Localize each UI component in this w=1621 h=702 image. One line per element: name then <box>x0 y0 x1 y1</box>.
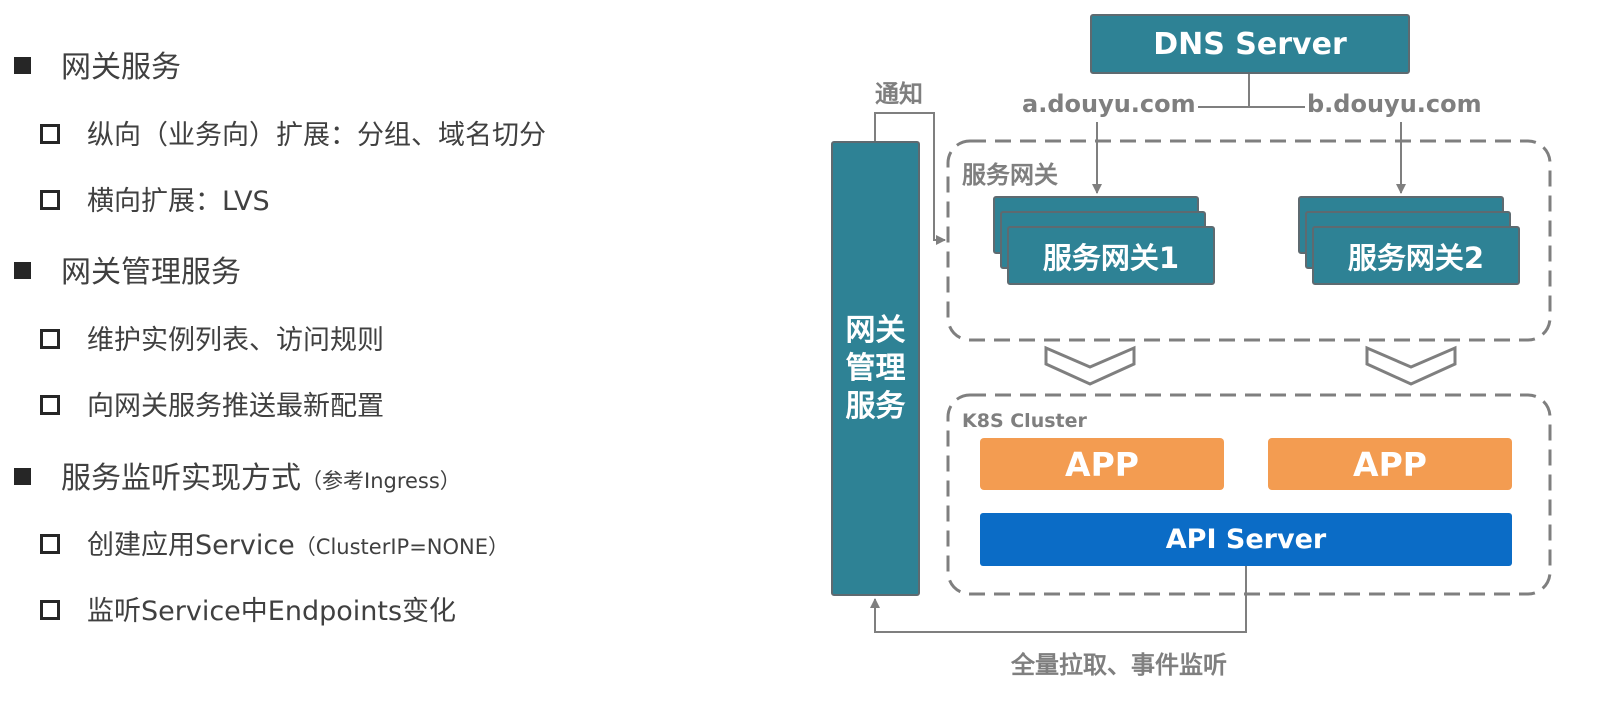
architecture-diagram: DNS Server a.douyu.com b.douyu.com 通知 服务… <box>800 0 1621 702</box>
bullet-gateway-mgmt-service: 网关管理服务 <box>14 247 241 291</box>
app-box: APP <box>1268 438 1512 490</box>
open-square-bullet-icon <box>40 123 60 144</box>
dns-server-box: DNS Server <box>1090 14 1410 74</box>
bullet-watch-endpoints: 监听Service中Endpoints变化 <box>40 589 456 628</box>
diagram-connectors <box>870 74 1552 633</box>
api-server-box: API Server <box>980 513 1512 566</box>
filled-square-bullet-icon <box>14 262 31 279</box>
open-square-bullet-icon <box>40 328 60 349</box>
dns-branch-line <box>1196 74 1305 108</box>
filled-square-bullet-icon <box>14 57 31 74</box>
bullet-create-service: 创建应用Service（ClusterIP=NONE） <box>40 523 509 562</box>
bullet-gateway-service: 网关服务 <box>14 42 181 86</box>
gateway-group-border <box>946 139 1552 342</box>
open-square-bullet-icon <box>40 189 60 210</box>
gateway-group-label: 服务网关 <box>962 161 1058 189</box>
bullet-list: 网关服务 纵向（业务向）扩展：分组、域名切分 横向扩展：LVS 网关管理服务 维… <box>0 0 780 702</box>
pull-watch-label: 全量拉取、事件监听 <box>1011 651 1227 679</box>
k8s-cluster-label: K8S Cluster <box>962 410 1087 432</box>
api-watch-arrow <box>870 566 1247 633</box>
bullet-service-watch: 服务监听实现方式（参考Ingress） <box>14 453 461 497</box>
filled-square-bullet-icon <box>14 468 31 485</box>
chevron-down-icon <box>1365 345 1457 386</box>
bullet-push-config: 向网关服务推送最新配置 <box>40 384 384 423</box>
bullet-maintain-instances: 维护实例列表、访问规则 <box>40 318 384 357</box>
domain-b-label: b.douyu.com <box>1305 90 1482 118</box>
chevron-down-icon <box>1044 345 1136 386</box>
app-box: APP <box>980 438 1224 490</box>
notify-label: 通知 <box>875 80 923 108</box>
gateway1-box: 服务网关1 <box>1007 226 1215 285</box>
open-square-bullet-icon <box>40 394 60 415</box>
domain-a-label: a.douyu.com <box>1022 90 1198 118</box>
open-square-bullet-icon <box>40 533 60 554</box>
open-square-bullet-icon <box>40 599 60 620</box>
gateway2-box: 服务网关2 <box>1312 226 1520 285</box>
gateway-mgmt-service-box: 网关 管理 服务 <box>831 141 920 596</box>
bullet-vertical-scaling: 纵向（业务向）扩展：分组、域名切分 <box>40 113 546 152</box>
k8s-cluster-border <box>946 393 1552 596</box>
bullet-horizontal-scaling: 横向扩展：LVS <box>40 179 270 218</box>
notify-arrow <box>874 112 946 245</box>
